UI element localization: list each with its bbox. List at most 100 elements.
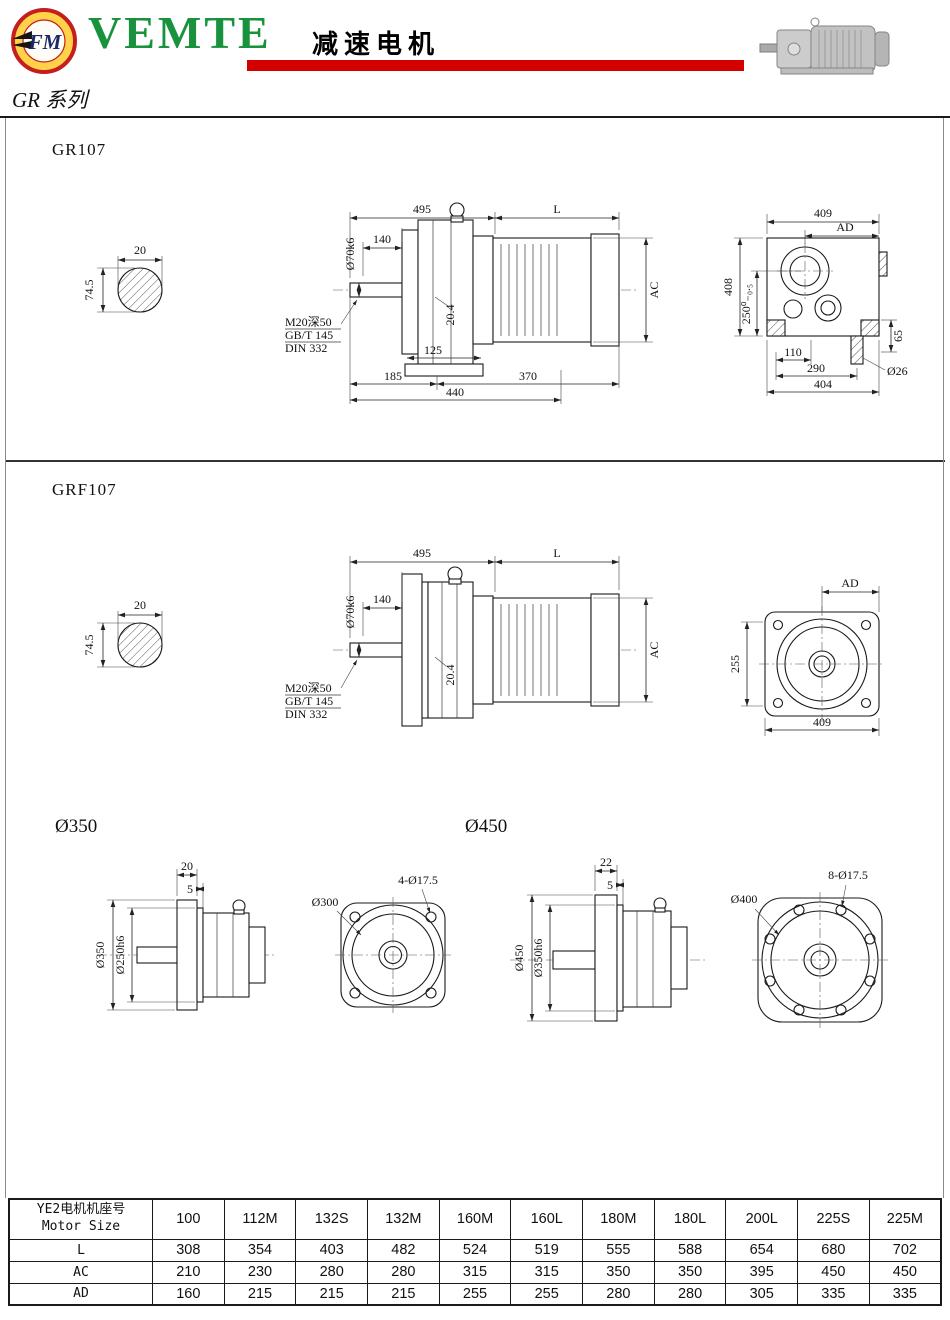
divider xyxy=(0,116,950,118)
logo-letters: FM xyxy=(28,30,63,54)
section-title-d350: Ø350 xyxy=(55,816,98,837)
dim-value-cell: 308 xyxy=(152,1238,225,1262)
dim-value-cell: 315 xyxy=(438,1260,512,1284)
dim-label: 5 xyxy=(187,882,193,896)
logo-wing-icon xyxy=(12,31,32,49)
flange-options-drawing: 20 5 Ø350 Ø250h6 4-Ø17.5 xyxy=(93,855,888,1028)
row-label-L: L xyxy=(8,1238,153,1262)
flange350-front-view: 4-Ø17.5 Ø300 xyxy=(312,873,451,1013)
dim-label: 20.4 xyxy=(443,305,457,326)
grf107-drawing: 20 74.5 xyxy=(82,546,885,736)
motor-size-header-cell: 132M xyxy=(367,1198,440,1240)
dim-label: Ø350 xyxy=(93,942,107,969)
dim-label: 290 xyxy=(807,361,825,375)
gr107-side-view: 495 L Ø70k6 140 20.4 AC M20深50 GB/T 145 … xyxy=(285,202,661,404)
tap-note: GB/T 145 xyxy=(285,328,333,342)
thumb-fan-cowl xyxy=(874,31,890,67)
page-frame-left xyxy=(5,118,6,1198)
flange450-side-view: 22 5 Ø450 Ø350h6 xyxy=(510,855,705,1022)
dim-label: 4-Ø17.5 xyxy=(398,873,438,887)
dim-value-cell: 450 xyxy=(868,1260,942,1284)
dim-value-cell: 335 xyxy=(797,1282,870,1306)
grf107-side-view: 495 L Ø70k6 140 20.4 AC M20深50 GB/T 145 … xyxy=(285,546,661,727)
dim-label: 185 xyxy=(384,369,402,383)
dim-label: AC xyxy=(647,282,661,299)
dim-label: 408 xyxy=(721,278,735,296)
dim-label: Ø350h6 xyxy=(531,939,545,978)
dim-label: 255 xyxy=(728,655,742,673)
dim-label: 440 xyxy=(446,385,464,399)
brand-logo: FM xyxy=(11,8,77,74)
tap-note: DIN 332 xyxy=(285,341,327,355)
dim-label: 20 xyxy=(134,598,146,612)
flange450-front-view: 8-Ø17.5 Ø400 xyxy=(731,868,888,1028)
dim-value-cell: 354 xyxy=(223,1238,297,1262)
motor-size-header-cell: 200L xyxy=(725,1198,799,1240)
dim-value-cell: 395 xyxy=(725,1260,799,1284)
thumb-bore xyxy=(787,42,801,56)
section-title-grf107: GRF107 xyxy=(52,480,117,499)
dim-label: L xyxy=(553,202,560,216)
dim-label: 404 xyxy=(814,377,832,391)
series-label: GR 系列 xyxy=(12,88,88,112)
dim-value-cell: 335 xyxy=(868,1282,942,1306)
dim-label: AD xyxy=(836,220,854,234)
row-label-AD: AD xyxy=(8,1282,153,1306)
dim-value-cell: 255 xyxy=(438,1282,512,1306)
motor-size-header-cn: YE2电机机座号 xyxy=(36,1202,126,1218)
dim-value-cell: 280 xyxy=(653,1282,727,1306)
dim-label: Ø70k6 xyxy=(343,596,357,629)
motor-size-header-cell: 100 xyxy=(152,1198,225,1240)
dim-label: AC xyxy=(647,642,661,659)
dim-value-cell: 555 xyxy=(582,1238,655,1262)
dim-label: 74.5 xyxy=(82,635,96,656)
dim-value-cell: 215 xyxy=(367,1282,440,1306)
thumb-shaft xyxy=(759,43,779,53)
dim-label: Ø400 xyxy=(731,892,758,906)
row-label-AC: AC xyxy=(8,1260,153,1284)
motor-size-header-en: Motor Size xyxy=(41,1219,121,1235)
dim-value-cell: 350 xyxy=(653,1260,727,1284)
red-underline-bar xyxy=(247,60,744,71)
dim-label: 370 xyxy=(519,369,537,383)
dim-label: AD xyxy=(841,576,859,590)
dim-label: 409 xyxy=(814,206,832,220)
dim-label: 20 xyxy=(181,859,193,873)
motor-size-header-cell: 180M xyxy=(582,1198,655,1240)
dim-label: 495 xyxy=(413,202,431,216)
dim-label: 65 xyxy=(891,330,905,342)
gr107-front-view: 409 AD 408 250⁰₋₀.₅ 110 290 404 xyxy=(721,206,908,396)
dim-label: 8-Ø17.5 xyxy=(828,868,868,882)
motor-size-header-cell: 160L xyxy=(510,1198,584,1240)
thumb-foot xyxy=(780,67,874,75)
motor-size-header-cell: 112M xyxy=(223,1198,297,1240)
dim-label: Ø450 xyxy=(512,945,526,972)
dim-value-cell: 450 xyxy=(797,1260,870,1284)
dim-label: 110 xyxy=(784,345,802,359)
dim-label: 5 xyxy=(607,878,613,892)
dim-value-cell: 280 xyxy=(367,1260,440,1284)
dim-label: 409 xyxy=(813,715,831,729)
motor-size-header-cell: 160M xyxy=(438,1198,512,1240)
dim-value-cell: 524 xyxy=(438,1238,512,1262)
dim-label: 20 xyxy=(134,243,146,257)
dim-value-cell: 350 xyxy=(582,1260,655,1284)
page-subtitle: 减速电机 xyxy=(312,29,441,59)
motor-size-header-cell: 180L xyxy=(653,1198,727,1240)
dim-label: Ø250h6 xyxy=(113,936,127,975)
dim-label: 140 xyxy=(373,592,391,606)
dim-value-cell: 280 xyxy=(582,1282,655,1306)
dim-value-cell: 519 xyxy=(510,1238,584,1262)
dim-label: 22 xyxy=(600,855,612,869)
dim-value-cell: 215 xyxy=(295,1282,369,1306)
dim-label: 140 xyxy=(373,232,391,246)
dim-label: L xyxy=(553,546,560,560)
dim-value-cell: 403 xyxy=(295,1238,369,1262)
motor-size-header-cell: 225S xyxy=(797,1198,870,1240)
motor-fins xyxy=(500,604,558,696)
